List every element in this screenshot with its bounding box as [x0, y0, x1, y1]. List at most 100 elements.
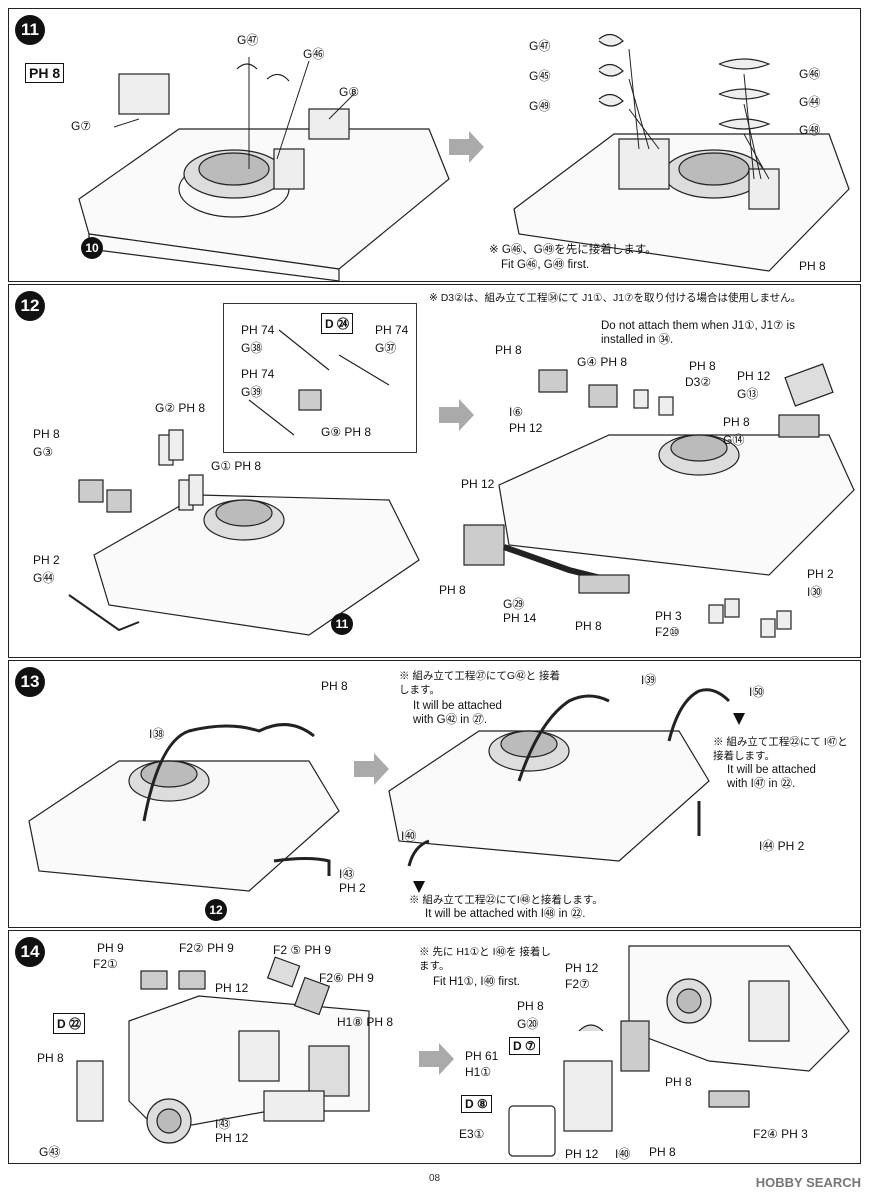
note-3-en: It will be attached with I㊽ in ㉒.: [425, 908, 586, 920]
label-r-ph12-c: PH 12: [461, 477, 495, 491]
label-r-ph8-b: PH 8: [689, 359, 716, 373]
paint-code: PH 8: [799, 259, 826, 273]
inset-label-g38: G㊳: [241, 341, 263, 355]
base-step-number: 10: [81, 237, 103, 259]
label-g8: G⑧: [339, 85, 360, 99]
label-ph2: PH 2: [33, 553, 60, 567]
step-12-drawing: [68, 329, 855, 638]
detail-inset: [223, 303, 417, 453]
label-r-ph8-a: PH 8: [495, 343, 522, 357]
label-f2-2: F2② PH 9: [179, 941, 234, 955]
step-number: 13: [15, 667, 45, 697]
label-g3: G③: [33, 445, 54, 459]
step-11-drawing: [78, 33, 850, 281]
label-i53: I㊸: [339, 867, 355, 881]
label-g2: G② PH 8: [155, 401, 206, 415]
label-i51: I㊵: [401, 829, 417, 843]
step-13-drawing: [28, 688, 745, 893]
label-i30: I㉚: [807, 585, 823, 599]
step-13-panel: 13 PH 8 I㊳ I㊸ PH 2 12 ※ 組み立て工程㉗にてG㊷と 接着し…: [8, 660, 861, 928]
label-r-ph8-c: PH 8: [665, 1075, 692, 1089]
label-f2-1: F2①: [93, 957, 118, 971]
label-i40: I㊵: [615, 1147, 631, 1161]
label-r-ph3: PH 3: [655, 609, 682, 623]
label-r-ph12-b: PH 12: [565, 1147, 599, 1161]
step-number: 11: [15, 15, 45, 45]
label-ph2: PH 2: [339, 881, 366, 895]
label-f2-10: F2⑩: [655, 625, 680, 639]
step-number: 12: [15, 291, 45, 321]
label-i6: I⑥: [509, 405, 524, 419]
label-r-ph12-a: PH 12: [565, 961, 599, 975]
watermark: HOBBY SEARCH: [755, 1175, 861, 1190]
label-e3-1: E3①: [459, 1127, 485, 1141]
label-r-ph8-c: PH 8: [723, 415, 750, 429]
step-number: 14: [15, 937, 45, 967]
note-en-1: Do not attach them when J1①, J1⑦ is: [601, 320, 795, 332]
label-ph61: PH 61: [465, 1049, 499, 1063]
note-1-en-1: It will be attached: [413, 700, 502, 712]
label-g44: G㊹: [33, 571, 55, 585]
label-f2-4: F2④ PH 3: [753, 1127, 808, 1141]
label-g47: G㊼: [237, 33, 259, 47]
label-i43: I㊸: [215, 1117, 231, 1131]
label-i54: I㊹ PH 2: [759, 839, 805, 853]
label-i38: I㊳: [149, 727, 165, 741]
label-r-ph8-a: PH 8: [517, 999, 544, 1013]
label-ph12-b: PH 12: [215, 1131, 249, 1145]
label-i50: I㊿: [749, 685, 765, 699]
paint-code-badge: PH 8: [25, 63, 65, 83]
decal-badge-8: D ⑧: [461, 1095, 492, 1113]
base-step-number: 11: [331, 613, 353, 635]
inset-label-ph74-c: PH 74: [241, 367, 275, 381]
label-g54: G㊹: [799, 95, 821, 109]
label-ph8-a: PH 8: [33, 427, 60, 441]
note-jp: ※ 先に H1①と I㊵を 接着します。: [419, 946, 551, 972]
label-ph8: PH 8: [321, 679, 348, 693]
step-14-panel: 14 PH 9 F2① F2② PH 9 F: [8, 930, 861, 1164]
label-r-ph8-d: PH 8: [439, 583, 466, 597]
label-g14: G⑭: [723, 433, 745, 447]
label-f2-5: F2 ⑤ PH 9: [273, 943, 332, 957]
label-g13: G⑬: [737, 387, 759, 401]
step-12-panel: 12: [8, 284, 861, 658]
label-h1-8: H1⑧ PH 8: [337, 1015, 394, 1029]
note-jp: ※ D3②は、組み立て工程㉞にて J1①、J1⑦を取り付ける場合は使用しません。: [429, 292, 802, 304]
label-g59: G㊾: [529, 99, 551, 113]
label-g4: G④ PH 8: [577, 355, 628, 369]
inset-label-ph74-a: PH 74: [241, 323, 275, 337]
step-11-panel: 11 PH 8: [8, 8, 861, 282]
step-14-drawing: [76, 945, 850, 1157]
note-3-jp: ※ 組み立て工程㉒にてI㊽と接着します。: [409, 894, 603, 906]
label-f2-6: F2⑥ PH 9: [319, 971, 374, 985]
label-g29: G㉙: [503, 597, 525, 611]
label-f2-7: F2⑦: [565, 977, 590, 991]
label-r-ph14: PH 14: [503, 611, 537, 625]
label-g1: G① PH 8: [211, 459, 262, 473]
note-2-en-1: It will be attached: [727, 764, 816, 776]
decal-badge-7: D ⑦: [509, 1037, 540, 1055]
note-en-2: installed in ㉞.: [601, 334, 674, 346]
label-g58: G㊽: [799, 123, 821, 137]
inset-label-g39: G㊴: [241, 385, 263, 399]
base-step-number: 12: [205, 899, 227, 921]
note-1-jp: ※ 組み立て工程㉗にてG㊷と 接着します。: [399, 670, 561, 696]
note-1-en-2: with G㊷ in ㉗.: [413, 714, 488, 726]
note-2-jp: ※ 組み立て工程㉒にて I㊼と接着します。: [713, 736, 848, 762]
page-number: 08: [428, 1173, 441, 1184]
label-g43: G㊸: [39, 1145, 61, 1159]
label-i39: I㊴: [641, 673, 657, 687]
note-jp: ※ G㊻、G㊾を先に接着します。: [489, 244, 657, 256]
label-g7: G⑦: [71, 119, 92, 133]
label-ph9-a: PH 9: [97, 941, 124, 955]
note-2-en-2: with I㊼ in ㉒.: [727, 778, 796, 790]
inset-label-g37: G㊲: [375, 341, 397, 355]
note-en: Fit G㊻, G㊾ first.: [501, 259, 590, 271]
label-g56: G㊻: [799, 67, 821, 81]
label-r-ph12-a: PH 12: [509, 421, 543, 435]
inset-label-g9: G⑨ PH 8: [321, 425, 372, 439]
label-r-ph8-b: PH 8: [649, 1145, 676, 1159]
label-g20: G⑳: [517, 1017, 539, 1031]
label-r-ph8-e: PH 8: [575, 619, 602, 633]
label-g57: G㊼: [529, 39, 551, 53]
